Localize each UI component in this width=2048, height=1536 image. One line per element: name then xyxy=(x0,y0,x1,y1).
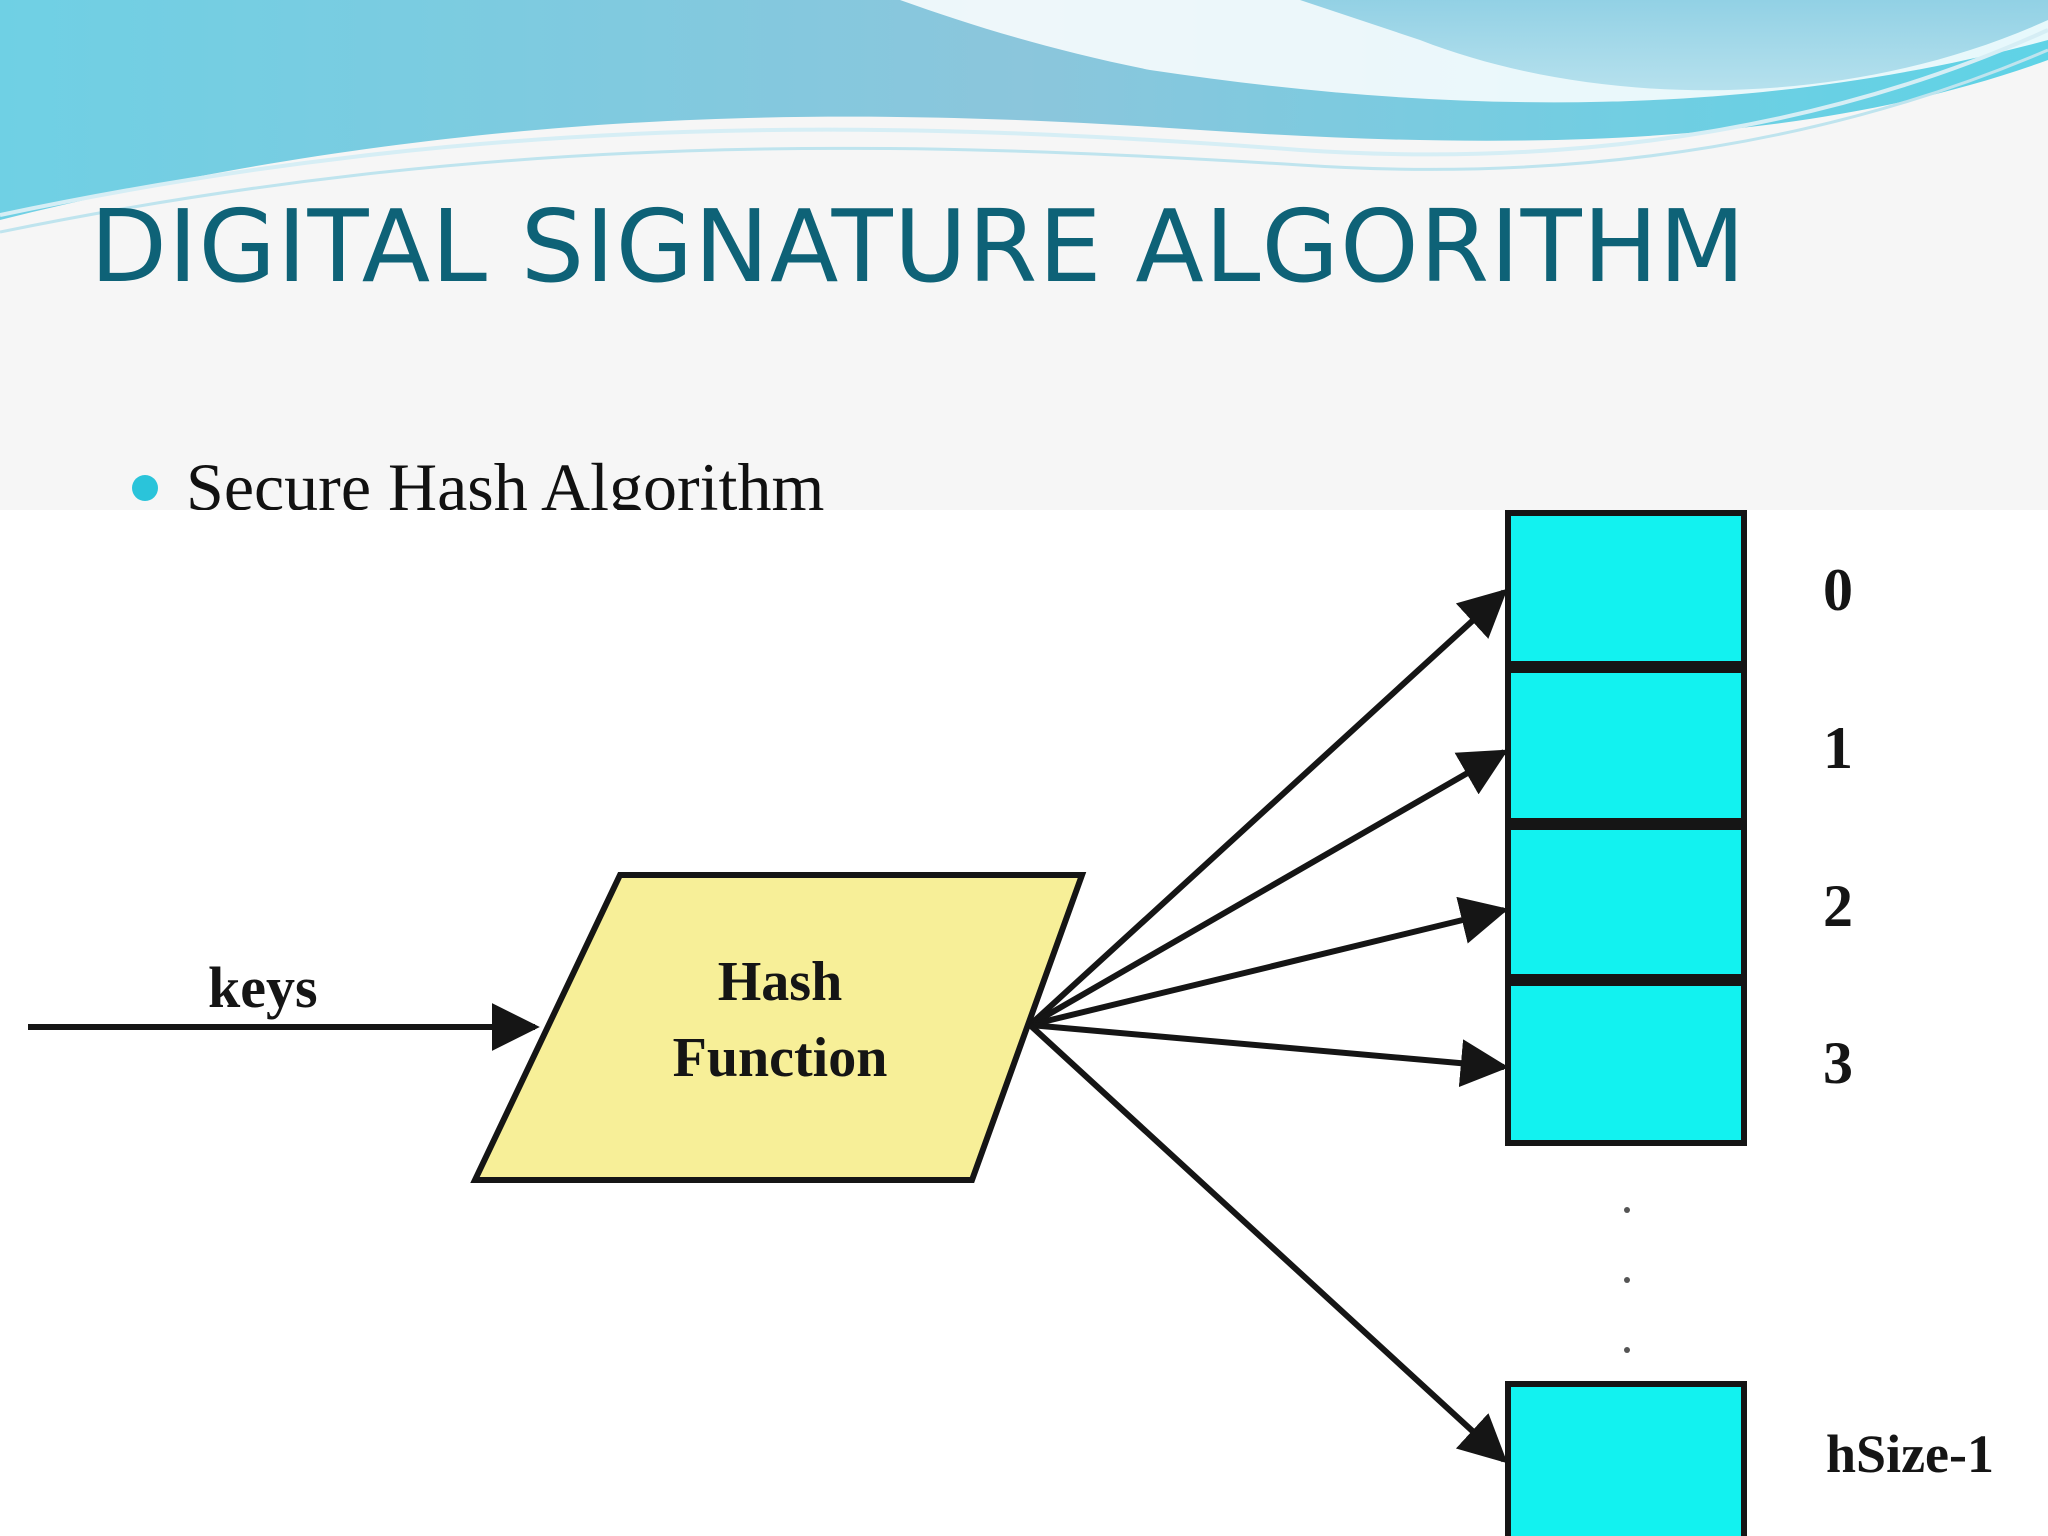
bucket-last xyxy=(1505,1381,1747,1536)
bucket-label-1: 1 xyxy=(1823,715,1853,781)
ellipsis-dot xyxy=(1624,1347,1630,1353)
bucket-label-3: 3 xyxy=(1823,1030,1853,1096)
ellipsis-dot xyxy=(1624,1277,1630,1283)
bullet-text: Secure Hash Algorithm xyxy=(186,449,825,511)
arrow-to-bucket-0 xyxy=(1027,588,1508,1028)
bucket-label-2: 2 xyxy=(1823,873,1853,939)
bucket-label-last: hSize-1 xyxy=(1826,1424,1994,1484)
bullet-dot-icon xyxy=(132,475,158,501)
arrow-to-bucket-1 xyxy=(1028,749,1509,1028)
slide-title: DIGITAL SIGNATURE ALGORITHM xyxy=(90,188,1747,305)
hash-box-line2: Function xyxy=(673,1027,888,1089)
bullet-item: Secure Hash Algorithm xyxy=(132,447,824,511)
diagram-canvas: keys Hash Function xyxy=(28,510,1994,1536)
bucket-0 xyxy=(1505,510,1747,670)
hash-function-box xyxy=(470,872,1087,1183)
bucket-label-0: 0 xyxy=(1823,557,1853,623)
hash-function-diagram: keys Hash Function xyxy=(0,510,2048,1536)
ellipsis-dot xyxy=(1624,1207,1630,1213)
bucket-3 xyxy=(1505,977,1747,1146)
arrow-to-bucket-3 xyxy=(1029,1022,1509,1088)
arrow-to-bucket-2 xyxy=(1029,896,1509,1028)
arrow-to-bucket-last xyxy=(1027,1022,1508,1464)
bucket-1 xyxy=(1505,664,1747,827)
header-wave-decoration xyxy=(0,0,2048,234)
keys-label: keys xyxy=(208,955,318,1020)
hash-box-line1: Hash xyxy=(718,951,843,1013)
bucket-2 xyxy=(1505,821,1747,983)
